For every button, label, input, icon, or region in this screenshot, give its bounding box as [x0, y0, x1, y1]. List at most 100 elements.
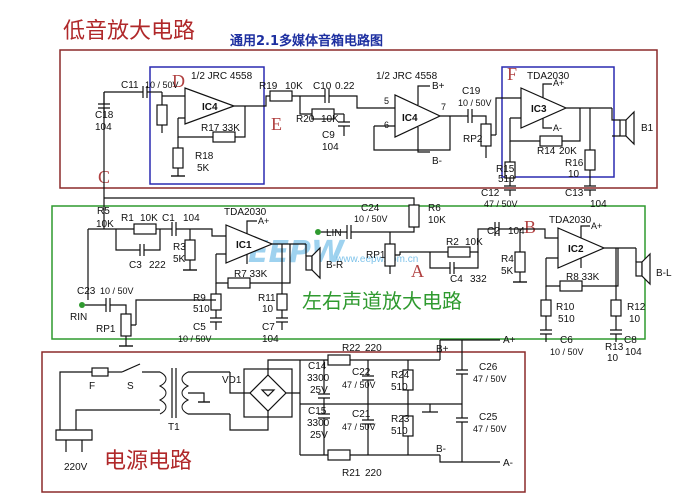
ic4a-name: IC4: [202, 102, 218, 113]
r20-value: 10K: [321, 114, 339, 125]
speaker-br-label: B-R: [326, 260, 343, 271]
ic3-name: IC3: [531, 104, 547, 115]
c11-value: 10 / 50V: [145, 80, 179, 90]
c1-value: 104: [183, 213, 200, 224]
r9-value: 510: [193, 304, 210, 315]
c24-label: C24: [361, 203, 380, 214]
r11-label: R11: [258, 293, 276, 304]
rp1-left-label: RP1: [96, 324, 116, 335]
r6-label: R6: [428, 203, 441, 214]
power-circuit: 220V F S T1 VD1 C14 3300 25V C15 3300 25…: [55, 335, 516, 479]
r19-label: R19: [259, 81, 278, 92]
c14-label: C14: [308, 361, 327, 372]
rin-terminal: [79, 302, 85, 308]
c12-label: C12: [481, 188, 500, 199]
c22-value: 47 / 50V: [342, 380, 376, 390]
bass-section-frame: [59, 49, 658, 189]
c3-value: 222: [149, 260, 166, 271]
c26-value: 47 / 50V: [473, 374, 507, 384]
c10-value: 0.22: [335, 81, 355, 92]
c5-label: C5: [193, 322, 206, 333]
c3-label: C3: [129, 260, 142, 271]
r12-label: R12: [627, 302, 646, 313]
ic2-aplus: A+: [591, 221, 602, 231]
r21-value: 220: [365, 468, 382, 479]
r21-label: R21: [342, 468, 361, 479]
watermark-url: www.eepw.com.cn: [335, 254, 418, 265]
r16-value: 10: [568, 169, 580, 180]
ic4b-part: 1/2 JRC 4558: [376, 71, 438, 82]
r23-value: 510: [391, 426, 408, 437]
r2-label: R2: [446, 237, 459, 248]
c9-label: C9: [322, 130, 335, 141]
power-section-frame: [41, 351, 526, 493]
r4-value: 5K: [501, 266, 514, 277]
speaker-b1-label: B1: [641, 123, 654, 134]
rp2-label: RP2: [463, 134, 483, 145]
c19-label: C19: [462, 86, 481, 97]
c9-value: 104: [322, 142, 339, 153]
c25-value: 47 / 50V: [473, 424, 507, 434]
ic4b-bminus: B-: [432, 156, 442, 167]
c8-value: 104: [625, 347, 642, 358]
r5-value: 10K: [96, 219, 114, 230]
switch-label: S: [127, 381, 134, 392]
r3-value: 5K: [173, 254, 186, 265]
r10-label: R10: [556, 302, 575, 313]
r6-value: 10K: [428, 215, 446, 226]
ic3-aplus: A+: [553, 78, 564, 88]
c23-label: C23: [77, 286, 96, 297]
c15-value: 3300: [307, 418, 330, 429]
rail-bminus-label: B-: [436, 444, 446, 455]
rail-bplus-label: B+: [436, 344, 449, 355]
ic1-aplus: A+: [258, 216, 269, 226]
r1-label: R1: [121, 213, 134, 224]
ic4b-pin5: 5: [384, 96, 389, 106]
r3-label: R3: [173, 242, 186, 253]
speaker-bl-label: B-L: [656, 268, 672, 279]
c1-label: C1: [162, 213, 175, 224]
bass-ic4-blue-box: [149, 66, 265, 185]
stereo-section-title: 左右声道放大电路: [302, 289, 462, 313]
ic3-part: TDA2030: [527, 71, 570, 82]
c5-value: 10 / 50V: [178, 334, 212, 344]
r16-label: R16: [565, 158, 584, 169]
r4-label: R4: [501, 254, 514, 265]
c12-value: 47 / 50V: [484, 199, 518, 209]
stereo-circuit: R5 10K R1 10K C3 222 C1 104 R3 5K TDA203…: [70, 197, 672, 364]
r9-label: R9: [193, 293, 206, 304]
r2-value: 10K: [465, 237, 483, 248]
r7-label: R7 33K: [234, 269, 268, 280]
r23-label: R23: [391, 414, 410, 425]
r24-value: 510: [391, 382, 408, 393]
c4-label: C4: [450, 274, 463, 285]
c7-value: 104: [262, 334, 279, 345]
c19-value: 10 / 50V: [458, 98, 492, 108]
mains-voltage-label: 220V: [64, 462, 88, 473]
r5-label: R5: [97, 206, 110, 217]
c11-label: C11: [121, 80, 139, 91]
c2-label: C2: [487, 226, 500, 237]
r18-label: R18: [195, 151, 214, 162]
bass-circuit: C11 10 / 50V C18 104 1/2 JRC 4558 IC4 R1…: [95, 71, 654, 215]
c23-value: 10 / 50V: [100, 286, 134, 296]
r14-label: R14: [537, 146, 556, 157]
c6-value: 10 / 50V: [550, 347, 584, 357]
c6-label: C6: [560, 335, 573, 346]
ic4b-name: IC4: [402, 113, 418, 124]
r24-label: R24: [391, 370, 410, 381]
c24-value: 10 / 50V: [354, 214, 388, 224]
c13-value: 104: [590, 199, 607, 210]
r1-value: 10K: [140, 213, 158, 224]
ic4b-pin6: 6: [384, 120, 389, 130]
r15-value: 510: [498, 174, 515, 185]
c4-value: 332: [470, 274, 487, 285]
r8-label: R8 33K: [566, 272, 600, 283]
r22-value: 220: [365, 343, 382, 354]
marker-f: F: [507, 64, 517, 84]
c15-label: C15: [308, 406, 327, 417]
ic2-part: TDA2030: [549, 215, 592, 226]
r14-value: 20K: [559, 146, 577, 157]
marker-e: E: [271, 114, 282, 134]
ic4b-pin7: 7: [441, 102, 446, 112]
